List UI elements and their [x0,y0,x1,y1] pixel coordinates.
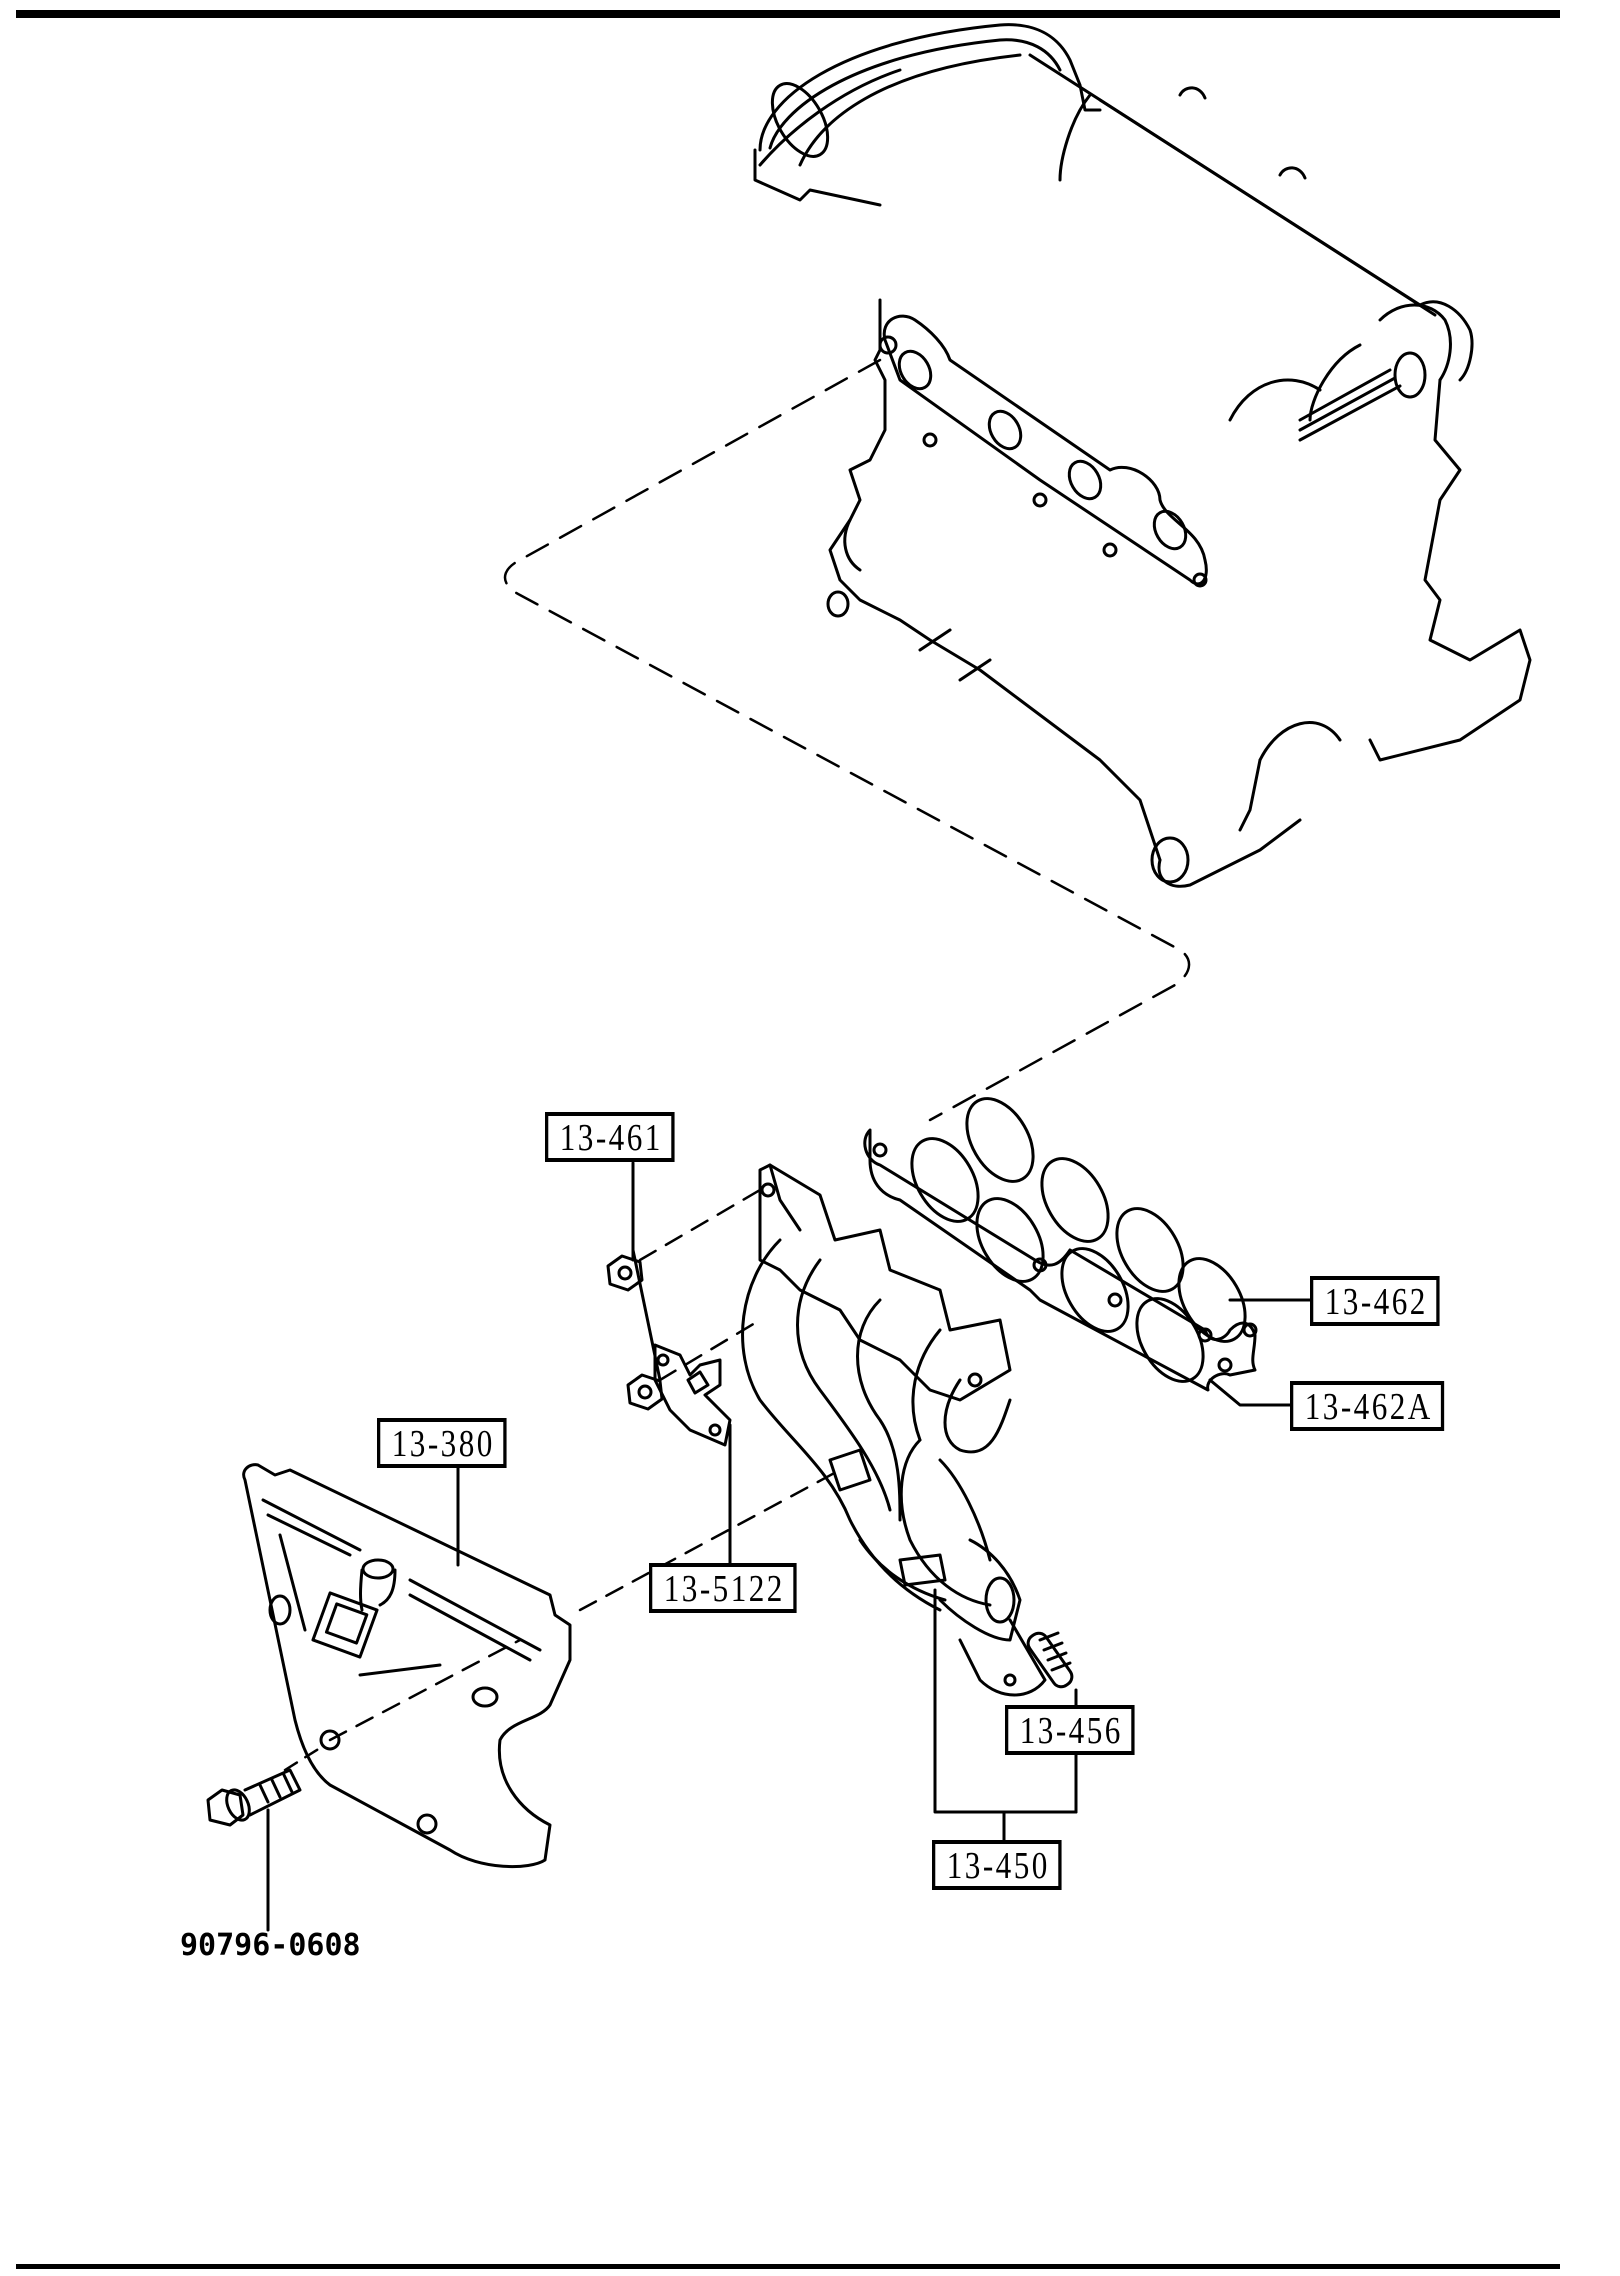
callout-13-461[interactable]: 13-461 [545,1112,675,1162]
stud [1026,1631,1074,1689]
engine-block [753,23,1532,888]
part-number-bolt[interactable]: 90796-0608 [180,1928,361,1963]
manifold-gasket [863,1097,1258,1392]
callout-13-456[interactable]: 13-456 [1005,1705,1135,1755]
callout-leaders [266,1161,1312,1932]
bracket [653,1343,732,1447]
top-border-rule [16,10,1560,18]
dashed-leader-engine [503,358,1191,1122]
bottom-border-rule [16,2264,1560,2269]
bolt [206,1768,302,1827]
heat-shield [242,1463,572,1868]
callout-13-380[interactable]: 13-380 [377,1418,507,1468]
exhaust-manifold [741,1163,1047,1697]
callout-13-5122[interactable]: 13-5122 [649,1563,797,1613]
callout-13-450[interactable]: 13-450 [932,1840,1062,1890]
callout-13-462[interactable]: 13-462 [1310,1276,1440,1326]
callout-13-462A[interactable]: 13-462A [1290,1381,1445,1431]
nuts [606,1254,664,1411]
